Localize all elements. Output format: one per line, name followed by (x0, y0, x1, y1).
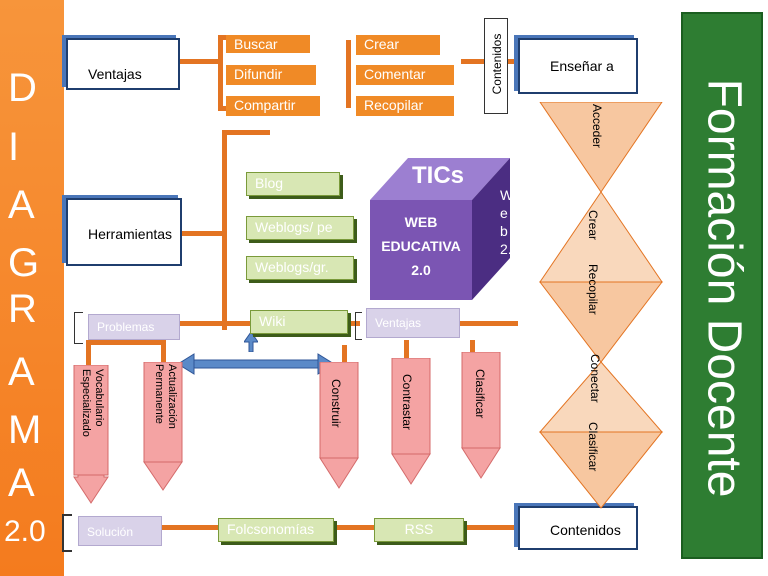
connector (86, 340, 91, 368)
connector (218, 35, 223, 110)
tics-title: TICs (412, 162, 465, 189)
construir-label: Construir (329, 379, 343, 428)
side-char: b (500, 223, 508, 239)
recopilar-item: Recopilar (356, 96, 454, 116)
buscar-item: Buscar (226, 35, 310, 53)
contenidos-vertical-box: Contenidos (484, 18, 508, 114)
contenidos-box: Contenidos (518, 506, 638, 550)
contrastar-label: Contrastar (400, 374, 414, 431)
connector (466, 525, 518, 530)
double-arrow-icon (178, 353, 334, 375)
side-char: W (500, 187, 514, 203)
clasificar-label: Clasificar (473, 369, 487, 419)
connector (180, 59, 222, 64)
folcsonomias-box: Folcsonomías (218, 518, 334, 542)
right-title: Formación Docente (697, 78, 751, 497)
triangle-label-recopilar: Recopilar (586, 264, 600, 315)
connector (336, 525, 376, 530)
triangle-label-conectar: Conectar (588, 354, 602, 403)
wiki-item: Wiki (250, 310, 348, 334)
blog-item: Blog (246, 172, 340, 196)
down-arrow-icon (461, 352, 501, 479)
connector (346, 40, 351, 108)
down-arrow-icon (143, 362, 183, 491)
difundir-item: Difundir (226, 65, 316, 85)
connector (218, 106, 226, 111)
left-title-bar: D I A G R A M A 2.0 (0, 0, 64, 576)
connector (404, 340, 409, 360)
title-letter: A (8, 183, 35, 227)
contenidos-label: Contenidos (550, 522, 621, 538)
triangle-label-acceder: Acceder (590, 104, 604, 149)
actualizacion-label: Actualización Permanente (153, 364, 178, 429)
connector (180, 231, 224, 236)
solucion-box: Solución (78, 516, 162, 546)
ventajas-box: Ventajas (66, 38, 180, 90)
side-char: e (500, 205, 508, 221)
title-letter: G (8, 241, 40, 285)
contenidos-vertical-label: Contenidos (490, 33, 504, 95)
connector (470, 340, 475, 354)
herramientas-label: Herramientas (88, 226, 173, 242)
compartir-item: Compartir (226, 96, 320, 116)
side-char: 2.0 (500, 241, 520, 257)
connector (460, 321, 518, 326)
ensenar-box: Enseñar a (518, 38, 638, 94)
cube-line-2: EDUCATIVA (381, 238, 461, 254)
title-letter: A (8, 350, 35, 394)
weblogs-pe-item: Weblogs/ pe (246, 216, 354, 240)
down-arrow-icon (319, 362, 359, 489)
connector (161, 340, 166, 362)
connector (342, 345, 347, 363)
weblogs-gr-item: Weblogs/gr. (246, 256, 354, 280)
title-letter: D (8, 66, 37, 110)
right-title-bar: Formación Docente (681, 12, 763, 559)
connector (218, 35, 226, 40)
triangle-label-clasificar: Clasificar (586, 422, 600, 472)
crear-item: Crear (356, 35, 440, 55)
triangles-column (538, 102, 664, 509)
title-letter: R (8, 287, 37, 331)
bracket (62, 514, 72, 552)
title-letter: A (8, 461, 35, 505)
connector (222, 130, 270, 135)
problemas-box: Problemas (88, 314, 180, 340)
rss-box: RSS (374, 518, 464, 542)
cube-line-1: WEB (404, 214, 438, 230)
connector (86, 340, 166, 345)
herramientas-box: Herramientas (66, 198, 182, 266)
vocabulario-label: Vocabulario Especializado (80, 369, 105, 437)
up-arrow-icon (244, 332, 258, 352)
triangle-label-crear: Crear (586, 210, 600, 241)
cube-line-3: 2.0 (411, 262, 431, 278)
tics-cube (370, 158, 510, 300)
bracket (74, 312, 83, 344)
cube-side-text: W e b 2.0 (500, 186, 519, 258)
connector (222, 130, 227, 330)
down-arrow-icon (391, 358, 431, 485)
bracket (355, 312, 362, 340)
down-arrow-icon (73, 365, 109, 504)
title-letter: M (8, 408, 42, 452)
comentar-item: Comentar (356, 65, 454, 85)
ensenar-label: Enseñar a (550, 58, 614, 74)
connector (160, 525, 218, 530)
ventajas-label: Ventajas (88, 66, 142, 82)
title-suffix: 2.0 (4, 515, 46, 548)
title-letter: I (8, 125, 20, 169)
ventajas2-box: Ventajas (366, 308, 460, 338)
